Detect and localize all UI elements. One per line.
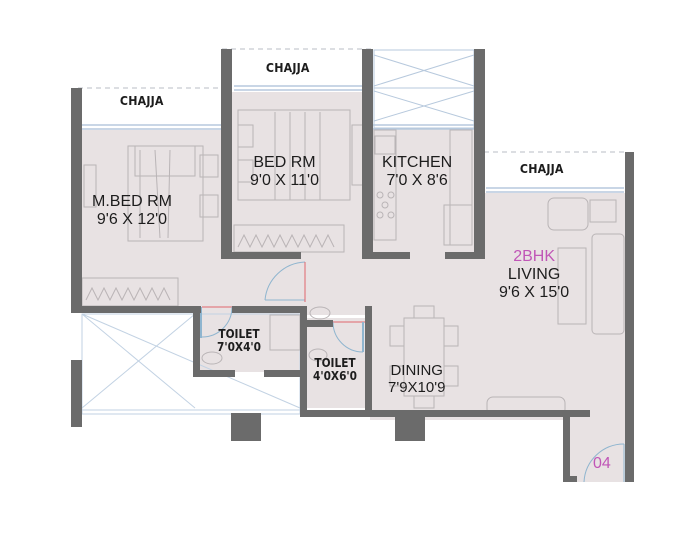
room-toilet-1: TOILET 7'0X4'0 <box>217 327 261 355</box>
chajja-label-living: CHAJJA <box>519 162 564 176</box>
room-name: LIVING <box>507 265 561 283</box>
room-size: 4'0X6'0 <box>313 369 357 384</box>
room-living: 2BHK LIVING 9'6 X 15'0 <box>499 248 569 302</box>
door-swings <box>200 261 625 483</box>
room-size: 7'0 X 8'6 <box>386 171 448 189</box>
room-name: TOILET <box>218 327 260 341</box>
room-name: TOILET <box>314 356 356 370</box>
window-lines <box>78 85 624 193</box>
unit-type-badge: 2BHK <box>513 248 555 265</box>
room-size: 9'6 X 12'0 <box>96 210 168 228</box>
room-name: DINING <box>390 362 443 379</box>
room-master-bedroom: M.BED RM 9'6 X 12'0 <box>92 193 172 229</box>
room-name: BED RM <box>253 154 316 171</box>
walls <box>71 49 634 482</box>
room-size: 9'6 X 15'0 <box>499 283 570 301</box>
chajja-label-bedroom: CHAJJA <box>265 61 310 75</box>
room-bedroom: BED RM 9'0 X 11'0 <box>250 154 319 190</box>
room-kitchen: KITCHEN 7'0 X 8'6 <box>382 154 452 190</box>
floor-areas <box>78 92 628 482</box>
unit-number: 04 <box>593 455 611 472</box>
room-dining: DINING 7'9X10'9 <box>388 362 446 397</box>
room-size: 9'0 X 11'0 <box>250 171 319 189</box>
room-name: KITCHEN <box>382 154 453 171</box>
room-name: M.BED RM <box>92 193 172 210</box>
chajja-label-master: CHAJJA <box>119 94 164 108</box>
room-toilet-2: TOILET 4'0X6'0 <box>313 356 357 384</box>
duct-top <box>373 49 475 129</box>
room-size: 7'9X10'9 <box>388 378 446 396</box>
room-size: 7'0X4'0 <box>217 340 261 355</box>
chajja-outlines <box>78 48 628 153</box>
